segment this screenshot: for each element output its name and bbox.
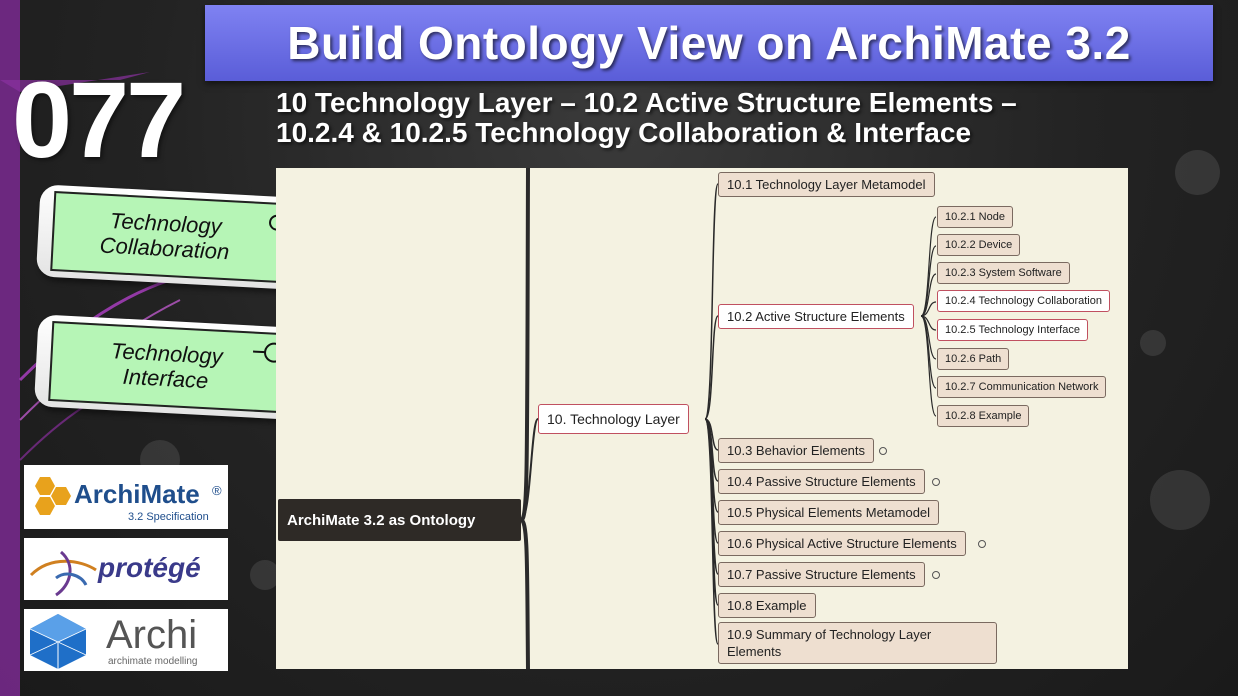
- bokeh-light: [1150, 470, 1210, 530]
- archimate-hex-icon: [35, 477, 71, 515]
- sub-topic[interactable]: 10.2.6 Path: [937, 348, 1010, 370]
- interface-box: Technology Interface: [48, 321, 291, 414]
- branch-topic[interactable]: 10.6 Physical Active Structure Elements: [718, 531, 966, 556]
- expand-toggle[interactable]: [932, 478, 940, 486]
- archimate-logo: ArchiMate ® 3.2 Specification: [24, 465, 228, 529]
- sub-topic[interactable]: 10.2.2 Device: [937, 234, 1021, 256]
- archi-logo: Archi archimate modelling: [24, 609, 228, 671]
- episode-number: 077: [12, 59, 186, 180]
- sub-topic[interactable]: 10.2.7 Communication Network: [937, 376, 1107, 398]
- title-banner: Build Ontology View on ArchiMate 3.2: [205, 5, 1213, 81]
- archi-tagline: archimate modelling: [108, 656, 198, 667]
- mindmap-connectors: [520, 168, 937, 669]
- subtitle-line-1: 10 Technology Layer – 10.2 Active Struct…: [276, 87, 1017, 118]
- branch-topic-active-structure[interactable]: 10.2 Active Structure Elements: [718, 304, 914, 329]
- branch-topic[interactable]: 10.8 Example: [718, 593, 816, 618]
- video-title: Build Ontology View on ArchiMate 3.2: [287, 17, 1131, 69]
- collaboration-box: Technology Collaboration: [50, 191, 294, 284]
- interface-label: Technology Interface: [110, 338, 224, 394]
- sub-topic[interactable]: 10.2.1 Node: [937, 206, 1013, 228]
- bokeh-light: [1175, 150, 1220, 195]
- archi-cube-icon: [29, 614, 87, 669]
- branch-topic[interactable]: 10.7 Passive Structure Elements: [718, 562, 925, 587]
- sub-topic[interactable]: 10.2.8 Example: [937, 405, 1030, 427]
- sub-topic[interactable]: 10.2.3 System Software: [937, 262, 1070, 284]
- branch-topic[interactable]: 10.1 Technology Layer Metamodel: [718, 172, 935, 197]
- protege-name: protégé: [98, 552, 201, 583]
- root-topic[interactable]: ArchiMate 3.2 as Ontology: [278, 499, 521, 541]
- sub-topic-technology-interface[interactable]: 10.2.5 Technology Interface: [937, 319, 1088, 341]
- archi-name: Archi: [106, 613, 198, 657]
- bokeh-light: [250, 560, 280, 590]
- expand-toggle[interactable]: [978, 540, 986, 548]
- central-topic[interactable]: 10. Technology Layer: [538, 404, 689, 434]
- branch-topic[interactable]: 10.9 Summary of Technology Layer Element…: [718, 622, 997, 664]
- subtitle: 10 Technology Layer – 10.2 Active Struct…: [276, 88, 1176, 148]
- archimate-spec: 3.2 Specification: [128, 511, 209, 523]
- protege-swirl-icon: [29, 550, 97, 597]
- expand-toggle[interactable]: [879, 447, 887, 455]
- branch-topic[interactable]: 10.3 Behavior Elements: [718, 438, 875, 463]
- mindmap-panel: ArchiMate 3.2 as Ontology 10. Technology…: [276, 168, 1128, 669]
- branch-topic[interactable]: 10.5 Physical Elements Metamodel: [718, 500, 940, 525]
- archimate-registered: ®: [212, 483, 222, 498]
- bokeh-light: [1140, 330, 1166, 356]
- collaboration-label: Technology Collaboration: [99, 207, 230, 265]
- expand-toggle[interactable]: [932, 571, 940, 579]
- subtitle-line-2: 10.2.4 & 10.2.5 Technology Collaboration…: [276, 117, 972, 148]
- archimate-name: ArchiMate: [74, 479, 200, 509]
- protege-logo: protégé: [24, 538, 228, 600]
- sub-topic-technology-collaboration[interactable]: 10.2.4 Technology Collaboration: [937, 290, 1110, 312]
- branch-topic[interactable]: 10.4 Passive Structure Elements: [718, 469, 925, 494]
